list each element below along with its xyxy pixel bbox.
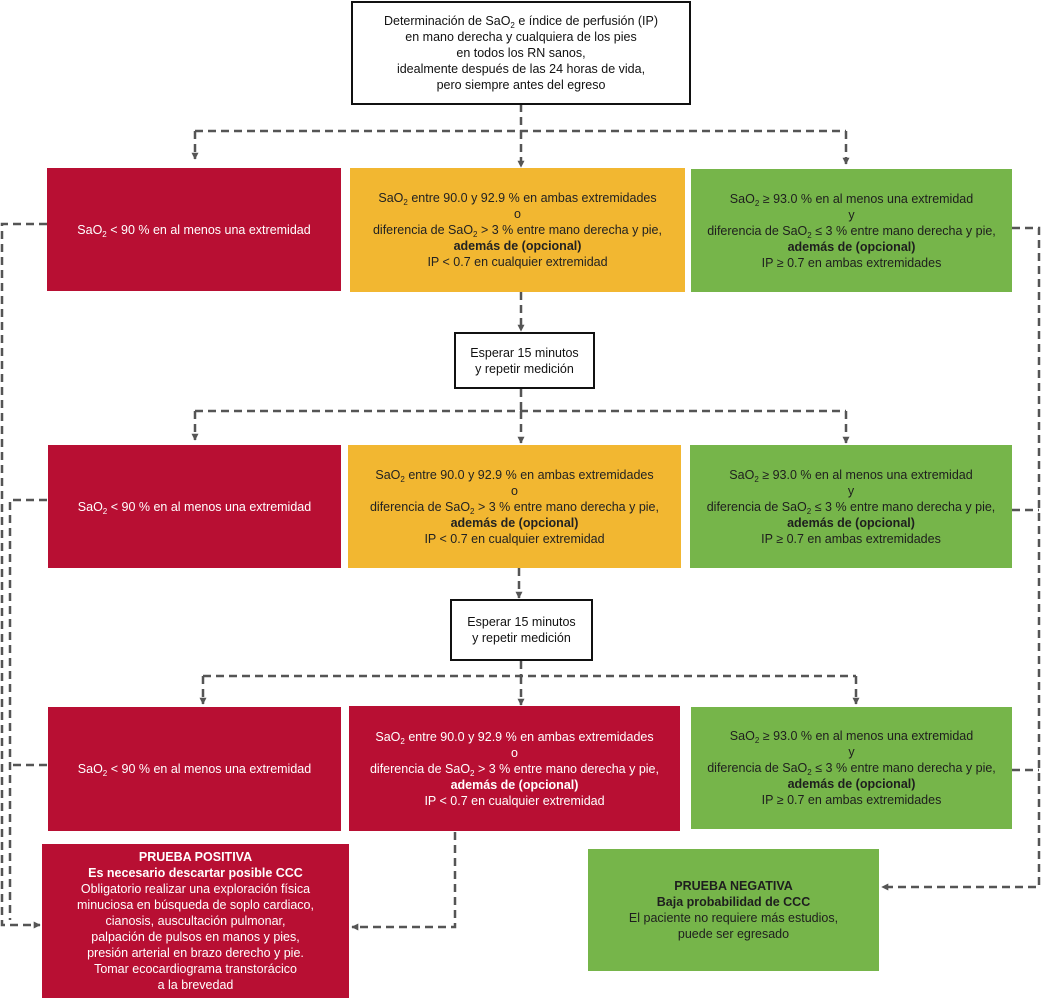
- wait-box-2: Esperar 15 minutos y repetir medición: [450, 599, 593, 661]
- row3-green-box: SaO2 ≥ 93.0 % en al menos una extremidad…: [691, 707, 1012, 829]
- start-box: Determinación de SaO2 e índice de perfus…: [351, 1, 691, 105]
- wait2-line-2: y repetir medición: [472, 631, 571, 645]
- negative-line-2: puede ser egresado: [677, 927, 790, 941]
- start-line-2: en mano derecha y cualquiera de los pies: [405, 30, 637, 44]
- row3-middle-line-2: o: [511, 745, 518, 760]
- row3-green-line-3: diferencia de SaO2 ≤ 3 % entre mano dere…: [707, 761, 996, 777]
- negative-result-box: PRUEBA NEGATIVA Baja probabilidad de CCC…: [588, 849, 879, 971]
- wait1-line-1: Esperar 15 minutos: [470, 345, 579, 360]
- row2-green-line-3: diferencia de SaO2 ≤ 3 % entre mano dere…: [706, 499, 996, 516]
- row3-middle-box: SaO2 entre 90.0 y 92.9 % en ambas extrem…: [349, 706, 680, 831]
- row1-yellow-line-4: además de (opcional): [453, 239, 582, 253]
- connector-green1-negative: [881, 226, 1041, 891]
- row2-red-text: SaO2 < 90 % en al menos una extremidad: [77, 499, 312, 516]
- positive-title: PRUEBA POSITIVA: [138, 850, 253, 864]
- row1-yellow-line-5: IP < 0.7 en cualquier extremidad: [427, 255, 608, 269]
- row2-green-line-2: y: [847, 483, 855, 498]
- positive-line-6: Tomar ecocardiograma transtorácico: [94, 962, 297, 976]
- row3-middle-line-3: diferencia de SaO2 > 3 % entre mano dere…: [369, 761, 659, 778]
- positive-line-1: Obligatorio realizar una exploración fís…: [80, 882, 311, 896]
- row3-middle-line-1: SaO2 entre 90.0 y 92.9 % en ambas extrem…: [375, 729, 654, 746]
- row1-green-line-4: además de (opcional): [787, 239, 916, 254]
- wait1-line-2: y repetir medición: [475, 361, 574, 376]
- wait2-line-1: Esperar 15 minutos: [467, 615, 576, 629]
- row1-yellow-line-3: diferencia de SaO2 > 3 % entre mano dere…: [372, 223, 662, 239]
- positive-line-7: a la brevedad: [157, 978, 234, 992]
- row2-yellow-box: SaO2 entre 90.0 y 92.9 % en ambas extrem…: [348, 445, 681, 568]
- negative-subtitle: Baja probabilidad de CCC: [656, 895, 811, 909]
- row1-green-line-2: y: [848, 207, 855, 222]
- connector-red1-positive: [0, 222, 47, 929]
- row1-yellow-line-1: SaO2 entre 90.0 y 92.9 % en ambas extrem…: [378, 191, 657, 207]
- row3-red-text: SaO2 < 90 % en al menos una extremidad: [77, 762, 312, 778]
- start-line-1: Determinación de SaO2 e índice de perfus…: [383, 14, 659, 30]
- row3-middle-line-4: además de (opcional): [450, 777, 579, 792]
- row1-green-box: SaO2 ≥ 93.0 % en al menos una extremidad…: [691, 169, 1012, 292]
- row3-green-line-2: y: [848, 745, 855, 759]
- row1-yellow-box: SaO2 entre 90.0 y 92.9 % en ambas extrem…: [350, 168, 685, 292]
- row2-yellow-line-5: IP < 0.7 en cualquier extremidad: [424, 531, 605, 546]
- row1-green-line-5: IP ≥ 0.7 en ambas extremidades: [761, 255, 942, 270]
- row1-green-line-3: diferencia de SaO2 ≤ 3 % entre mano dere…: [707, 223, 996, 240]
- connector-middle3-positive: [351, 832, 457, 931]
- positive-line-4: palpación de pulsos en manos y pies,: [91, 930, 300, 944]
- row2-green-line-5: IP ≥ 0.7 en ambas extremidades: [761, 531, 941, 546]
- row1-green-line-1: SaO2 ≥ 93.0 % en al menos una extremidad: [729, 191, 974, 208]
- wait-box-1: Esperar 15 minutos y repetir medición: [454, 332, 595, 389]
- row2-green-line-1: SaO2 ≥ 93.0 % en al menos una extremidad: [729, 467, 973, 484]
- positive-line-3: cianosis, auscultación pulmonar,: [105, 914, 286, 928]
- row2-green-box: SaO2 ≥ 93.0 % en al menos una extremidad…: [690, 445, 1012, 568]
- row1-yellow-line-2: o: [514, 207, 521, 221]
- positive-line-2: minuciosa en búsqueda de soplo cardiaco,: [77, 898, 314, 912]
- row3-red-box: SaO2 < 90 % en al menos una extremidad: [48, 707, 341, 831]
- positive-result-box: PRUEBA POSITIVA Es necesario descartar p…: [42, 844, 349, 998]
- row3-green-line-1: SaO2 ≥ 93.0 % en al menos una extremidad: [729, 729, 974, 745]
- start-line-3: en todos los RN sanos,: [456, 46, 586, 60]
- row1-red-box: SaO2 < 90 % en al menos una extremidad: [47, 168, 341, 291]
- row3-middle-line-5: IP < 0.7 en cualquier extremidad: [424, 793, 605, 808]
- row1-red-text: SaO2 < 90 % en al menos una extremidad: [77, 222, 311, 239]
- row2-yellow-line-3: diferencia de SaO2 > 3 % entre mano dere…: [369, 499, 659, 516]
- connector-red2-positive: [8, 498, 47, 920]
- row2-yellow-line-4: además de (opcional): [450, 515, 579, 530]
- start-line-4: idealmente después de las 24 horas de vi…: [396, 62, 646, 76]
- row2-yellow-line-2: o: [511, 483, 518, 498]
- row2-red-box: SaO2 < 90 % en al menos una extremidad: [48, 445, 341, 568]
- row2-green-line-4: además de (opcional): [787, 515, 915, 530]
- negative-title: PRUEBA NEGATIVA: [674, 879, 793, 893]
- positive-subtitle: Es necesario descartar posible CCC: [88, 866, 303, 880]
- start-line-5: pero siempre antes del egreso: [436, 78, 606, 92]
- row2-yellow-line-1: SaO2 entre 90.0 y 92.9 % en ambas extrem…: [375, 467, 654, 484]
- row3-green-line-5: IP ≥ 0.7 en ambas extremidades: [761, 793, 942, 807]
- positive-line-5: presión arterial en brazo derecho y pie.: [87, 946, 304, 960]
- negative-line-1: El paciente no requiere más estudios,: [628, 911, 839, 925]
- row3-green-line-4: además de (opcional): [787, 777, 916, 791]
